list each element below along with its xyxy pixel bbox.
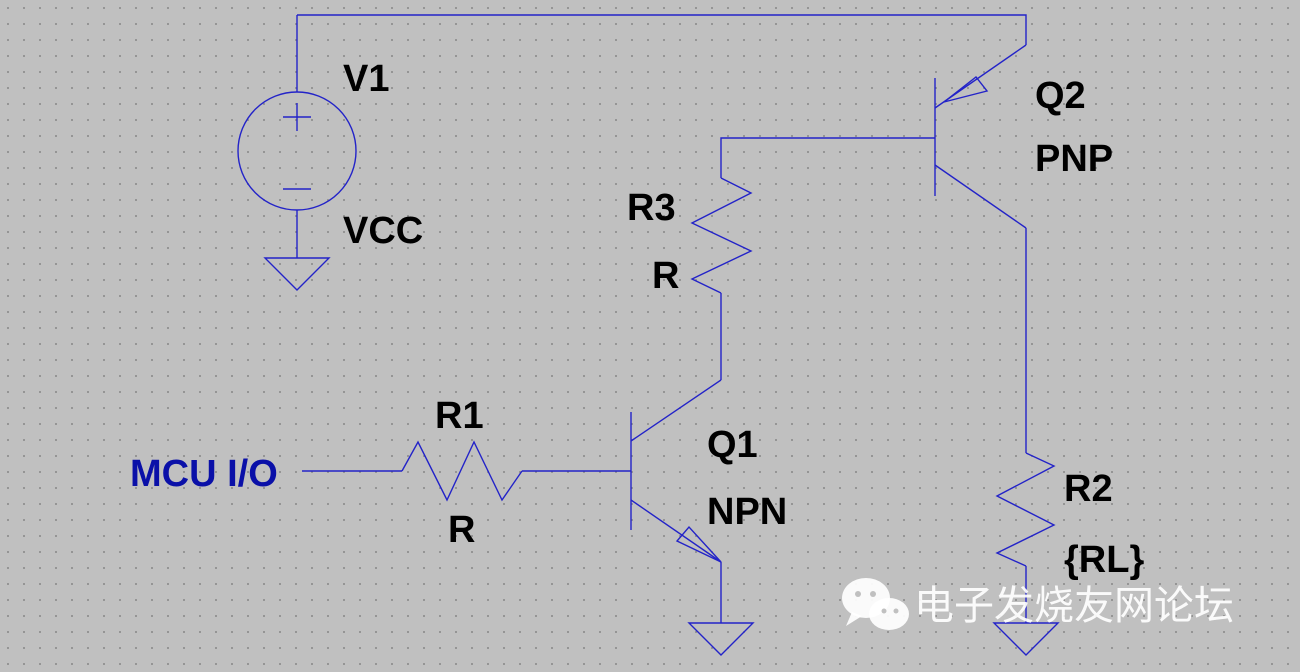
- q2-ref-label: Q2: [1035, 75, 1086, 117]
- q1-ref-label: Q1: [707, 424, 758, 466]
- r1-zigzag: [401, 440, 523, 502]
- q1-emitter-arrow: [675, 525, 722, 563]
- r2-value-label: {RL}: [1064, 539, 1144, 581]
- r3-value-label: R: [652, 255, 679, 297]
- transistor-q2[interactable]: [934, 44, 1027, 229]
- ground-symbol-v1: [263, 257, 331, 291]
- ground-symbol-q1: [687, 622, 755, 656]
- r2-ref-label: R2: [1064, 468, 1113, 510]
- net-label-mcu-io[interactable]: MCU I/O: [130, 453, 278, 495]
- ground-symbol-r2: [992, 622, 1060, 656]
- q2-collector-lead: [934, 164, 1027, 229]
- r3-ref-label: R3: [627, 187, 676, 229]
- voltage-source-v1[interactable]: [237, 15, 357, 258]
- resistor-r3[interactable]: [690, 177, 753, 294]
- r1-value-label: R: [448, 509, 475, 551]
- q1-type-label: NPN: [707, 491, 787, 533]
- r1-ref-label: R1: [435, 395, 484, 437]
- resistor-r2[interactable]: [995, 452, 1056, 567]
- r3-zigzag: [690, 177, 753, 294]
- q1-collector-lead: [630, 379, 722, 442]
- v1-value-label: VCC: [343, 210, 423, 252]
- q2-type-label: PNP: [1035, 138, 1113, 180]
- q1-emitter-lead: [630, 499, 722, 563]
- transistor-q1[interactable]: [630, 379, 722, 563]
- v1-ref-label: V1: [343, 58, 389, 100]
- q2-base-wire: [720, 137, 935, 178]
- r2-zigzag: [995, 452, 1056, 567]
- watermark-chat-icon: [842, 578, 909, 630]
- resistor-r1[interactable]: [401, 440, 523, 502]
- watermark-text: 电子发烧友网论坛: [914, 583, 1234, 629]
- v1-plus-sign: [283, 103, 311, 131]
- q2-emitter-arrow: [943, 76, 989, 103]
- top-rail-wire: [297, 14, 1027, 45]
